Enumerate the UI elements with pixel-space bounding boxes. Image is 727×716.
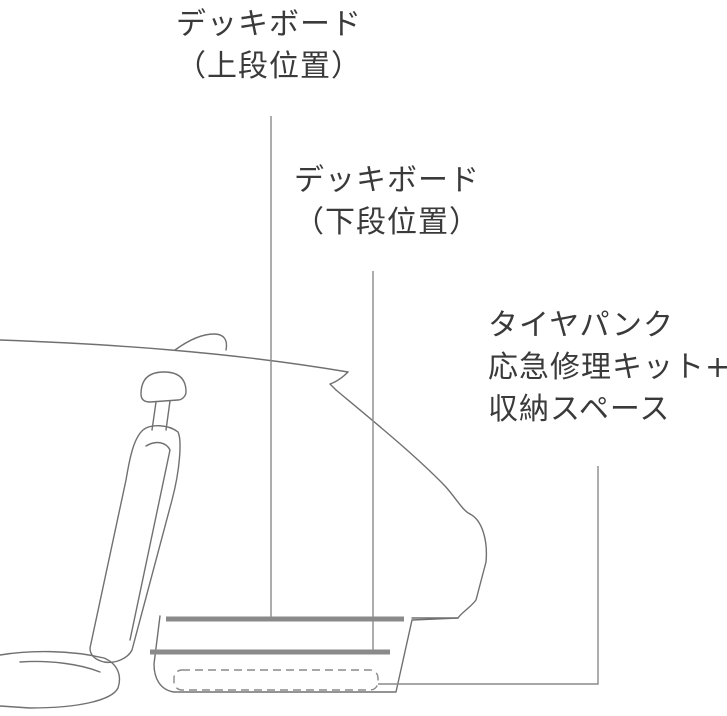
label-storage: タイヤパンク 応急修理キット+ 収納スペース [488,305,727,431]
seat-back-inner [129,441,171,641]
headrest-stay-2 [165,400,171,431]
headrest-stay-1 [151,401,157,431]
seat-back [89,425,181,664]
label-upper-line2: （上段位置） [176,49,362,84]
label-storage-line1: タイヤパンク [488,308,674,343]
label-storage-line3: 収納スペース [488,392,671,427]
label-upper-line1: デッキボード [176,7,362,42]
rear-hatch [153,513,488,693]
headrest [140,371,187,403]
spoiler-lip [329,371,349,391]
storage-space [173,669,379,691]
rear-spoiler [174,333,228,351]
label-storage-line2: 応急修理キット+ [488,350,727,385]
label-deck-board-lower: デッキボード （下段位置） [294,160,480,244]
seat-cushion [0,650,121,709]
label-lower-line2: （下段位置） [294,205,480,240]
seat-cushion-inner [19,660,101,673]
roof-line [0,339,349,373]
leader-storage [378,466,599,685]
label-lower-line1: デッキボード [294,163,480,198]
label-deck-board-upper: デッキボード （上段位置） [176,4,362,88]
rear-window [335,389,471,515]
